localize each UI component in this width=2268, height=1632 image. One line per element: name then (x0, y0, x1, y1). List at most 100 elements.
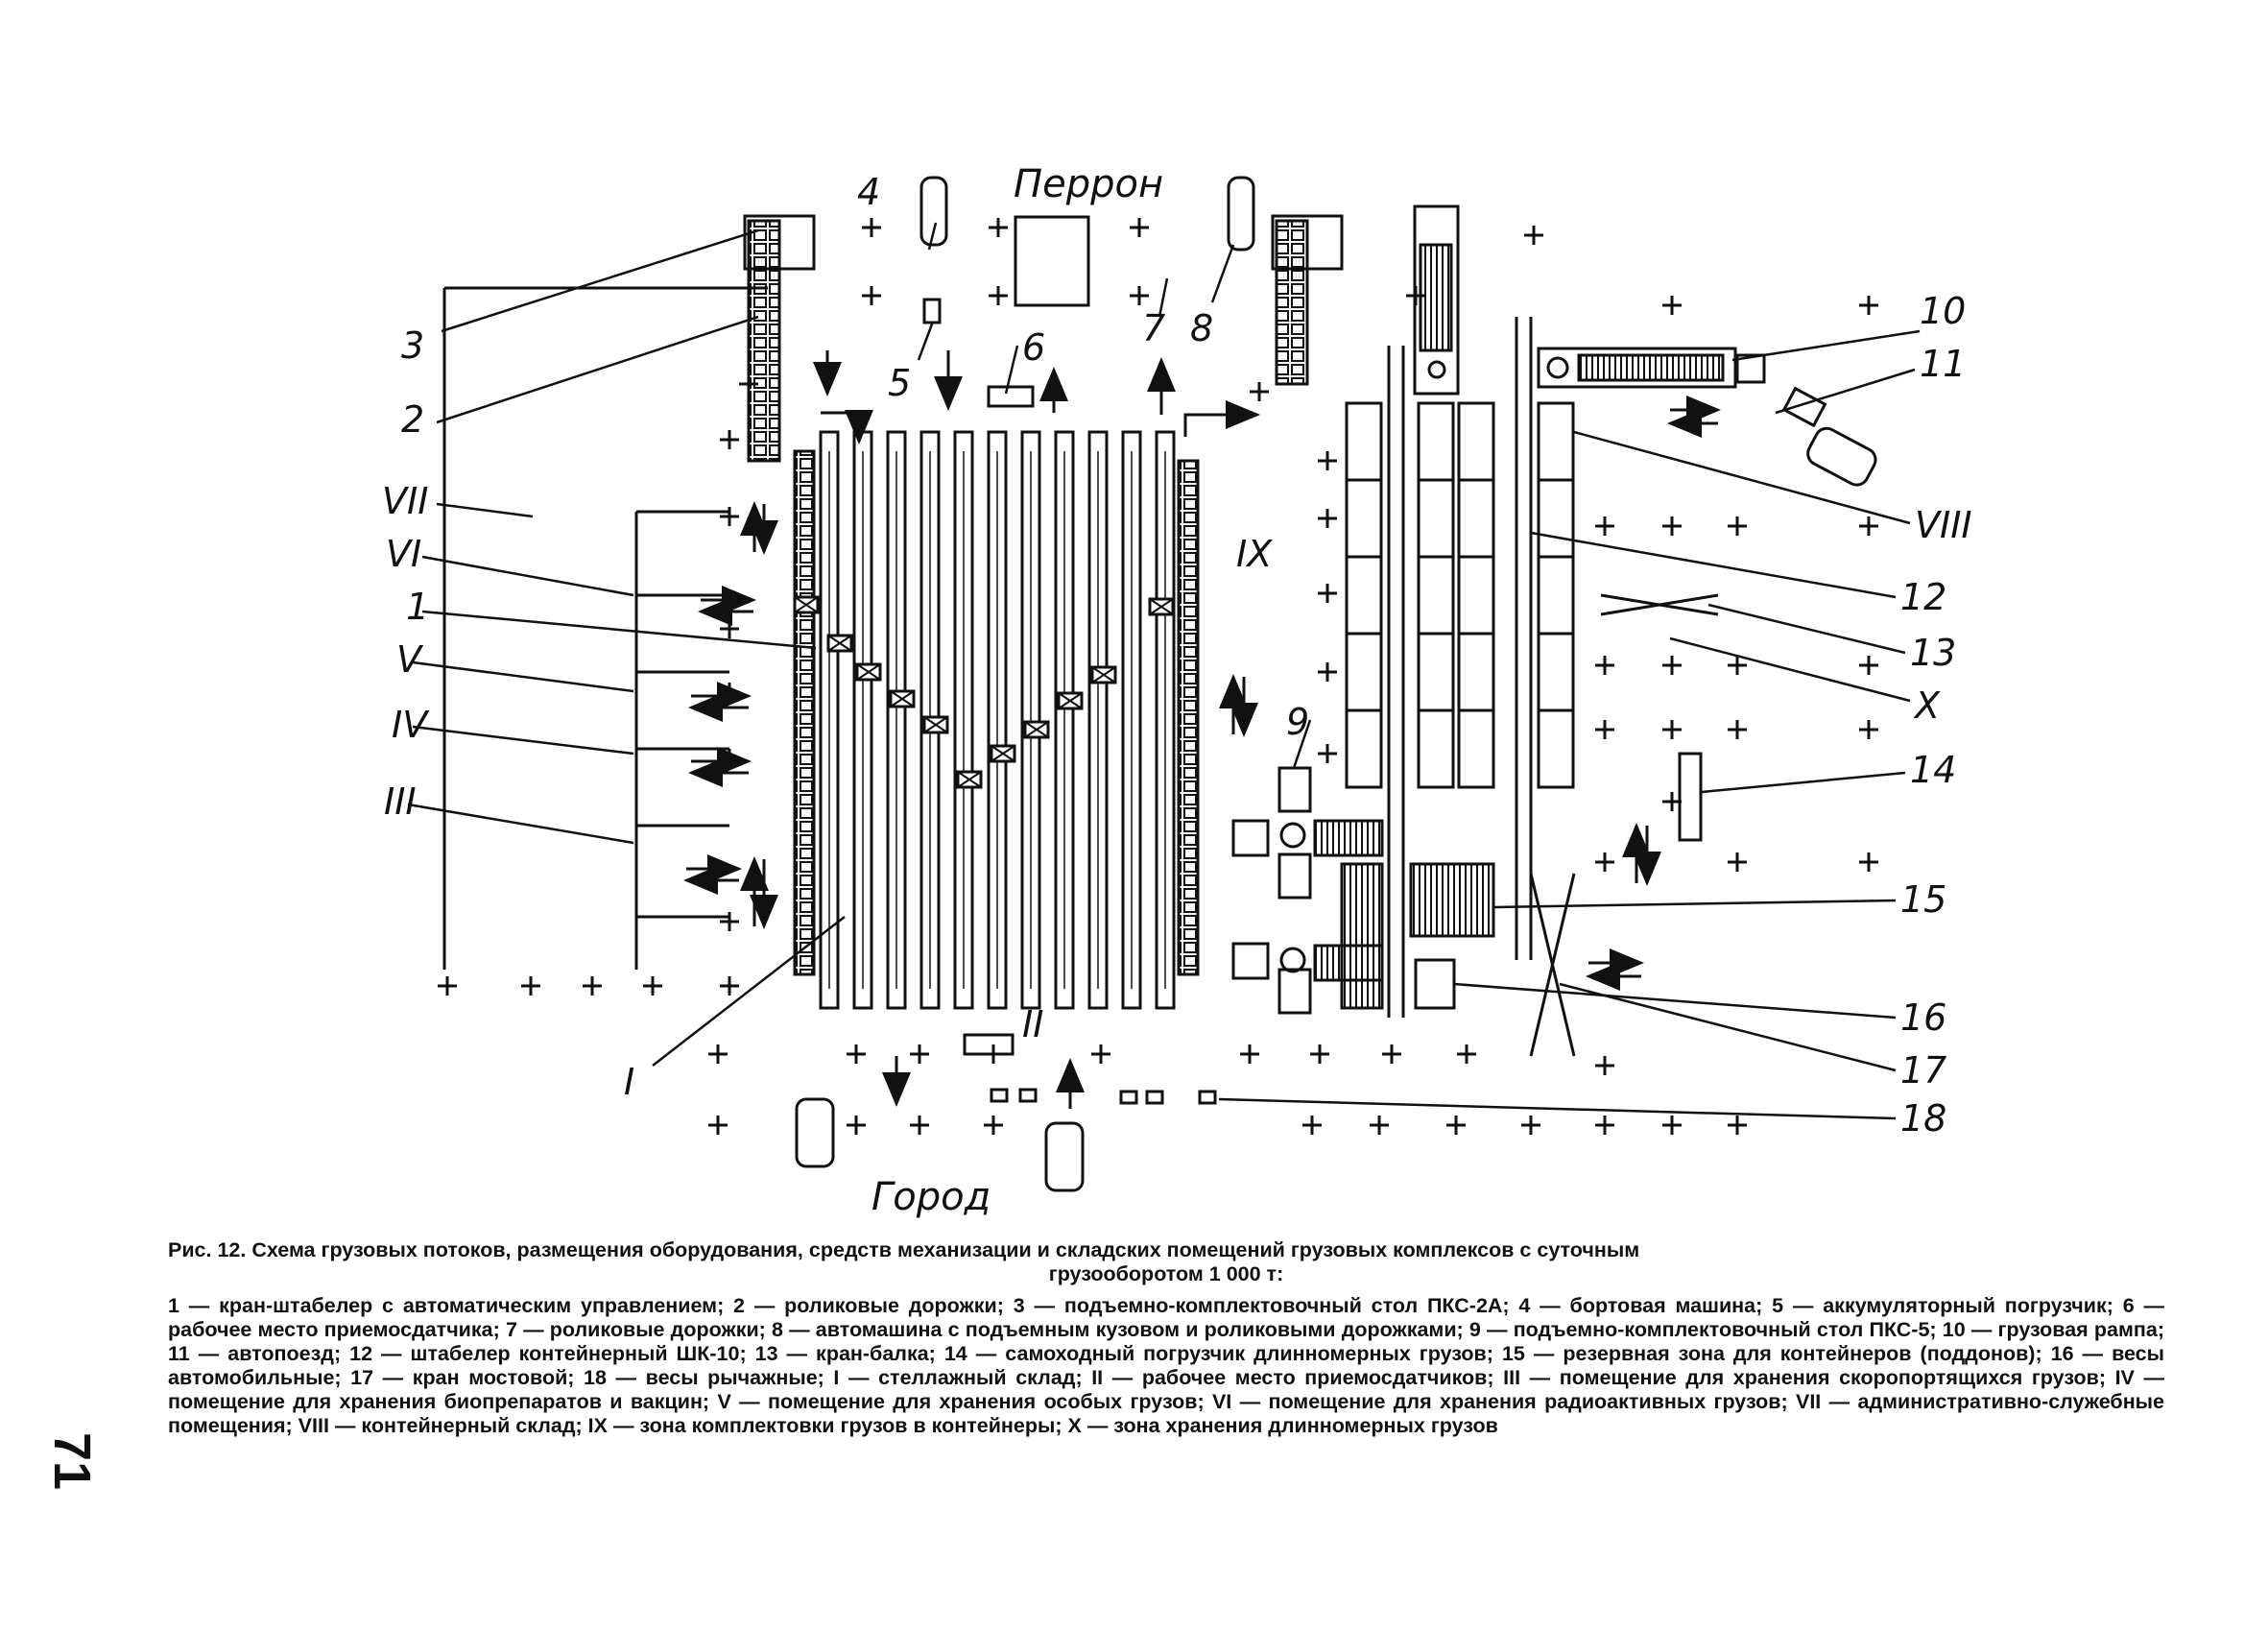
callout-IV: IV (392, 704, 430, 746)
plus-marker (1318, 662, 1337, 682)
callout-4: 4 (857, 171, 880, 213)
plus-marker (1318, 509, 1337, 528)
callout-15: 15 (1900, 878, 1946, 921)
roller-track-2 (747, 219, 781, 463)
workplace-II (963, 1033, 1015, 1056)
plus-marker (1310, 1044, 1329, 1064)
loader-14 (1678, 752, 1703, 842)
callout-VIII: VIII (1915, 504, 1972, 546)
rack-row (886, 430, 907, 1010)
plus-marker (1250, 382, 1269, 401)
plus-marker (1662, 720, 1682, 739)
callout-III: III (384, 780, 417, 823)
plus-marker (1859, 516, 1878, 536)
plus-marker (1859, 656, 1878, 675)
plus-marker (708, 1116, 728, 1135)
plus-marker (720, 749, 739, 768)
rack-row (819, 430, 840, 1010)
callout-2: 2 (401, 398, 424, 441)
page-number: 71 (43, 1432, 101, 1491)
figure-legend: 1 — кран-штабелер с автоматическим управ… (168, 1294, 2164, 1437)
callout-17: 17 (1900, 1049, 1946, 1092)
truck-bottom-left (795, 1097, 835, 1168)
plus-marker (1662, 792, 1682, 811)
table-pks-2a (743, 214, 816, 271)
city-label: Город (871, 1175, 991, 1219)
plus-marker (1728, 720, 1747, 739)
callout-1: 1 (406, 586, 429, 628)
callout-II: II (1022, 1003, 1043, 1045)
callout-I: I (624, 1061, 634, 1103)
callout-3: 3 (401, 324, 424, 367)
plus-marker (720, 430, 739, 449)
plus-marker (862, 286, 881, 305)
tables-pks-5 (1231, 766, 1384, 1015)
callout-13: 13 (1910, 632, 1956, 674)
plus-marker (1595, 1116, 1614, 1135)
rack-row (987, 430, 1008, 1010)
callout-16: 16 (1900, 996, 1946, 1039)
plus-marker (739, 374, 758, 394)
rack-row (1087, 430, 1109, 1010)
perron-label: Перрон (1014, 162, 1163, 206)
plus-marker (1859, 296, 1878, 315)
plus-marker (1091, 1044, 1110, 1064)
truck-8 (1227, 176, 1255, 252)
plus-marker (1130, 218, 1149, 237)
roller-track-right (1275, 219, 1309, 386)
plus-marker (1240, 1044, 1259, 1064)
plus-marker (1728, 852, 1747, 872)
callout-9: 9 (1286, 701, 1309, 743)
plus-marker (1318, 584, 1337, 603)
plus-marker (1662, 296, 1682, 315)
plus-marker (1302, 1116, 1322, 1135)
plus-marker (1595, 656, 1614, 675)
plus-marker (720, 683, 739, 702)
container-cells (1345, 401, 1575, 789)
plus-marker (1728, 516, 1747, 536)
plus-marker (1595, 852, 1614, 872)
perron-platform-box (1014, 215, 1090, 307)
plus-marker (720, 619, 739, 638)
plus-marker (1524, 226, 1543, 245)
scales-18 (990, 1088, 1217, 1105)
auto-scale-16 (1414, 958, 1456, 1010)
plus-marker (1370, 1116, 1389, 1135)
rack-row (953, 430, 974, 1010)
diagram-labels: Перрон Город 3 2 VII VI 1 V IV III I 4 5… (382, 162, 1972, 1219)
plus-marker (708, 1044, 728, 1064)
leader-lines (407, 222, 1921, 1120)
plus-marker (1595, 516, 1614, 536)
callout-X: X (1913, 684, 1941, 727)
reserve-zone-15 (1409, 862, 1495, 938)
truck-bottom-right (1044, 1121, 1085, 1192)
plus-marker (1595, 1056, 1614, 1075)
cargo-ramp-10 (1537, 347, 1737, 389)
callout-VII: VII (382, 480, 428, 522)
callout-V: V (396, 638, 424, 681)
callout-IX: IX (1236, 533, 1273, 575)
plus-marker (643, 976, 662, 996)
plus-marker (1662, 656, 1682, 675)
plus-marker (984, 1116, 1003, 1135)
callout-10: 10 (1920, 290, 1966, 332)
rack-row (1054, 430, 1075, 1010)
plus-marker (1382, 1044, 1401, 1064)
plan-drawing (407, 176, 1921, 1192)
plus-marker (1728, 1116, 1747, 1135)
plus-marker (583, 976, 602, 996)
loader-5 (922, 298, 942, 324)
rack-row (1155, 430, 1176, 1010)
crane-beam-13 (1600, 593, 1719, 616)
plus-marker (1318, 451, 1337, 470)
plus-marker (521, 976, 540, 996)
callout-18: 18 (1900, 1097, 1946, 1140)
plus-marker (1859, 852, 1878, 872)
plus-marker (1662, 516, 1682, 536)
callout-14: 14 (1910, 749, 1956, 791)
plus-marker (910, 1116, 929, 1135)
figure-title-cont: грузооборотом 1 000 т: (1048, 1262, 1284, 1285)
callout-VI: VI (386, 533, 421, 575)
callout-5: 5 (888, 362, 911, 404)
